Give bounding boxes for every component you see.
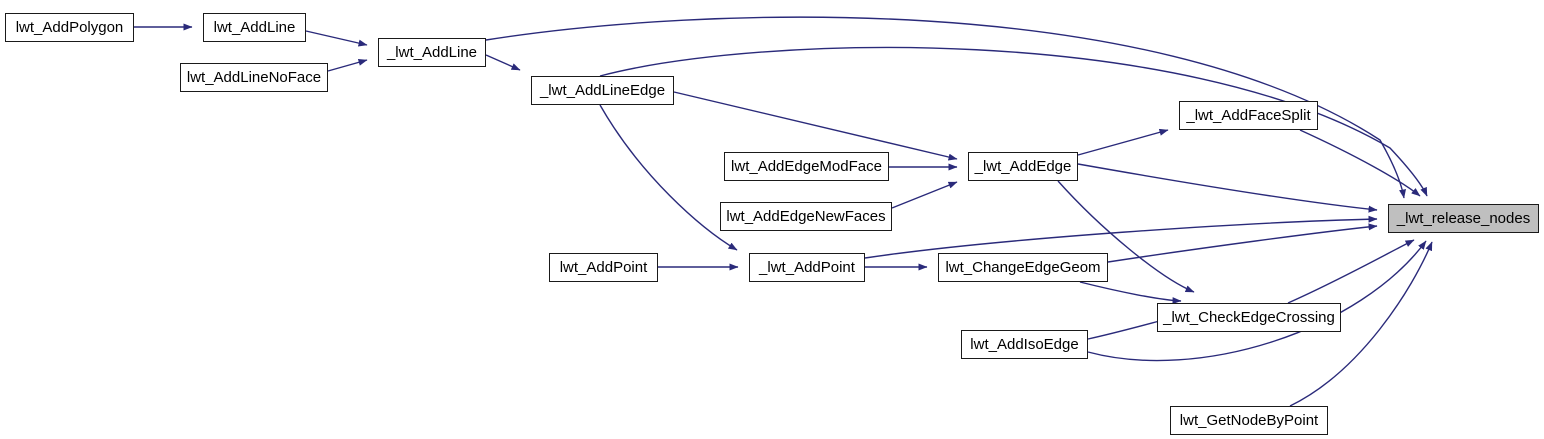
call-edge (1287, 239, 1415, 304)
call-edge (1077, 128, 1169, 156)
call-edge (327, 58, 368, 72)
call-edge (599, 104, 738, 251)
graph-node-label: _lwt_AddPoint (759, 259, 855, 276)
call-edge (864, 215, 1378, 259)
graph-node-lwt_GetNodeByPoint[interactable]: lwt_GetNodeByPoint (1170, 406, 1328, 435)
graph-node-label: lwt_AddPolygon (15, 19, 124, 36)
graph-node-lwt_AddEdgeNewFaces[interactable]: lwt_AddEdgeNewFaces (720, 202, 892, 231)
edges-group (134, 16, 1433, 407)
graph-node-label: lwt_AddEdgeNewFaces (726, 208, 886, 225)
graph-node-label: lwt_AddLineNoFace (186, 69, 322, 86)
graph-node-lwt_AddLine[interactable]: lwt_AddLine (203, 13, 306, 42)
graph-node-label: lwt_AddIsoEdge (970, 336, 1079, 353)
call-edge (1079, 281, 1182, 305)
graph-node-label: lwt_AddPoint (559, 259, 648, 276)
graph-node-lwt_ChangeEdgeGeom[interactable]: lwt_ChangeEdgeGeom (938, 253, 1108, 282)
graph-node-_lwt_AddFaceSplit[interactable]: _lwt_AddFaceSplit (1179, 101, 1318, 130)
call-edge (485, 54, 521, 71)
graph-node-label: lwt_AddLine (213, 19, 296, 36)
call-edge (485, 16, 1406, 199)
call-edge (673, 91, 958, 161)
graph-node-label: _lwt_AddLineEdge (539, 82, 666, 99)
graph-node-label: lwt_GetNodeByPoint (1179, 412, 1319, 429)
call-edge (1087, 240, 1427, 362)
graph-node-lwt_AddIsoEdge[interactable]: lwt_AddIsoEdge (961, 330, 1088, 359)
call-edge (1057, 180, 1195, 293)
call-edge (305, 30, 368, 47)
call-edge (891, 181, 958, 209)
call-edge (1107, 223, 1378, 263)
graph-node-label: lwt_ChangeEdgeGeom (945, 259, 1101, 276)
graph-node-_lwt_AddLine[interactable]: _lwt_AddLine (378, 38, 486, 67)
graph-node-label: lwt_AddEdgeModFace (731, 158, 882, 175)
graph-node-label: _lwt_AddLine (386, 44, 478, 61)
graph-node-_lwt_AddPoint[interactable]: _lwt_AddPoint (749, 253, 865, 282)
graph-node-label: _lwt_AddFaceSplit (1186, 107, 1311, 124)
graph-node-lwt_AddPoint[interactable]: lwt_AddPoint (549, 253, 658, 282)
call-edge (1077, 163, 1378, 213)
graph-node-label: _lwt_AddEdge (974, 158, 1072, 175)
graph-node-lwt_AddEdgeModFace[interactable]: lwt_AddEdgeModFace (724, 152, 889, 181)
graph-node-_lwt_CheckEdgeCrossing[interactable]: _lwt_CheckEdgeCrossing (1157, 303, 1341, 332)
call-edge (599, 46, 1428, 197)
graph-node-lwt_AddLineNoFace[interactable]: lwt_AddLineNoFace (180, 63, 328, 92)
graph-node-lwt_AddPolygon[interactable]: lwt_AddPolygon (5, 13, 134, 42)
call-edge (1289, 241, 1433, 407)
graph-node-_lwt_AddLineEdge[interactable]: _lwt_AddLineEdge (531, 76, 674, 105)
graph-node-label: _lwt_release_nodes (1396, 210, 1531, 227)
graph-node-_lwt_release_nodes[interactable]: _lwt_release_nodes (1388, 204, 1539, 233)
graph-node-_lwt_AddEdge[interactable]: _lwt_AddEdge (968, 152, 1078, 181)
call-edge (1299, 129, 1421, 197)
graph-node-label: _lwt_CheckEdgeCrossing (1163, 309, 1335, 326)
